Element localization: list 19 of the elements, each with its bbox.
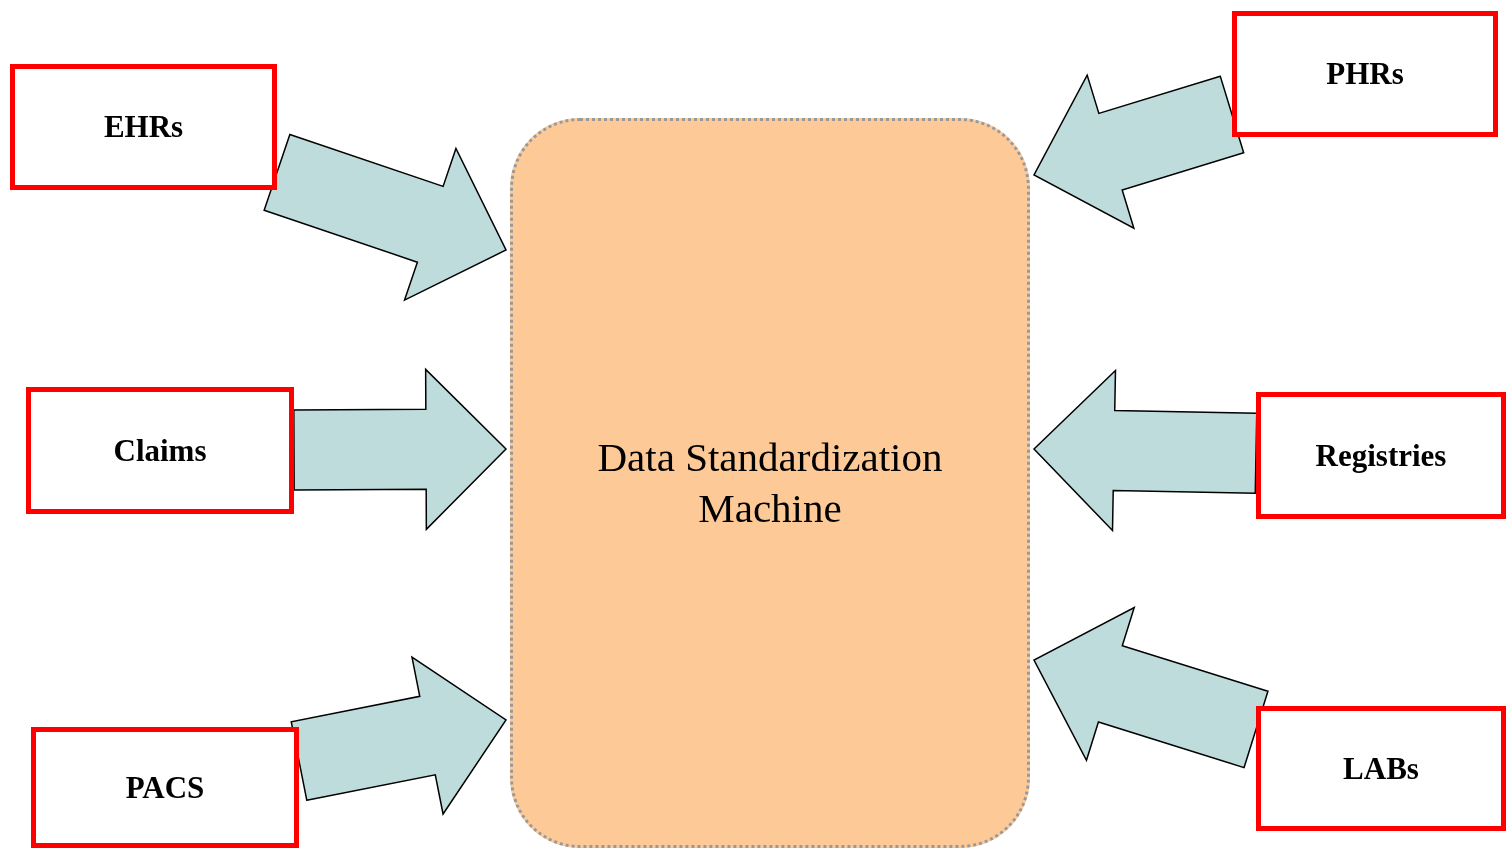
source-box bbox=[31, 727, 299, 848]
block-arrow bbox=[1033, 606, 1269, 769]
source-box bbox=[10, 64, 277, 190]
source-box bbox=[1256, 392, 1506, 519]
source-label: PACS bbox=[125, 769, 205, 806]
source-label: Registries bbox=[1315, 437, 1447, 474]
block-arrow bbox=[293, 367, 508, 532]
source-label: EHRs bbox=[103, 109, 184, 145]
process-box bbox=[510, 118, 1030, 848]
source-box bbox=[1232, 11, 1498, 137]
source-label: PHRs bbox=[1326, 56, 1404, 92]
source-box bbox=[1256, 706, 1506, 831]
block-arrow bbox=[1033, 73, 1245, 230]
source-box bbox=[26, 387, 294, 514]
source-label: LABs bbox=[1343, 750, 1419, 787]
source-label: Claims bbox=[113, 432, 207, 469]
process-label: Data Standardization Machine bbox=[596, 432, 944, 533]
block-arrow bbox=[263, 133, 507, 302]
block-arrow bbox=[1032, 368, 1258, 533]
